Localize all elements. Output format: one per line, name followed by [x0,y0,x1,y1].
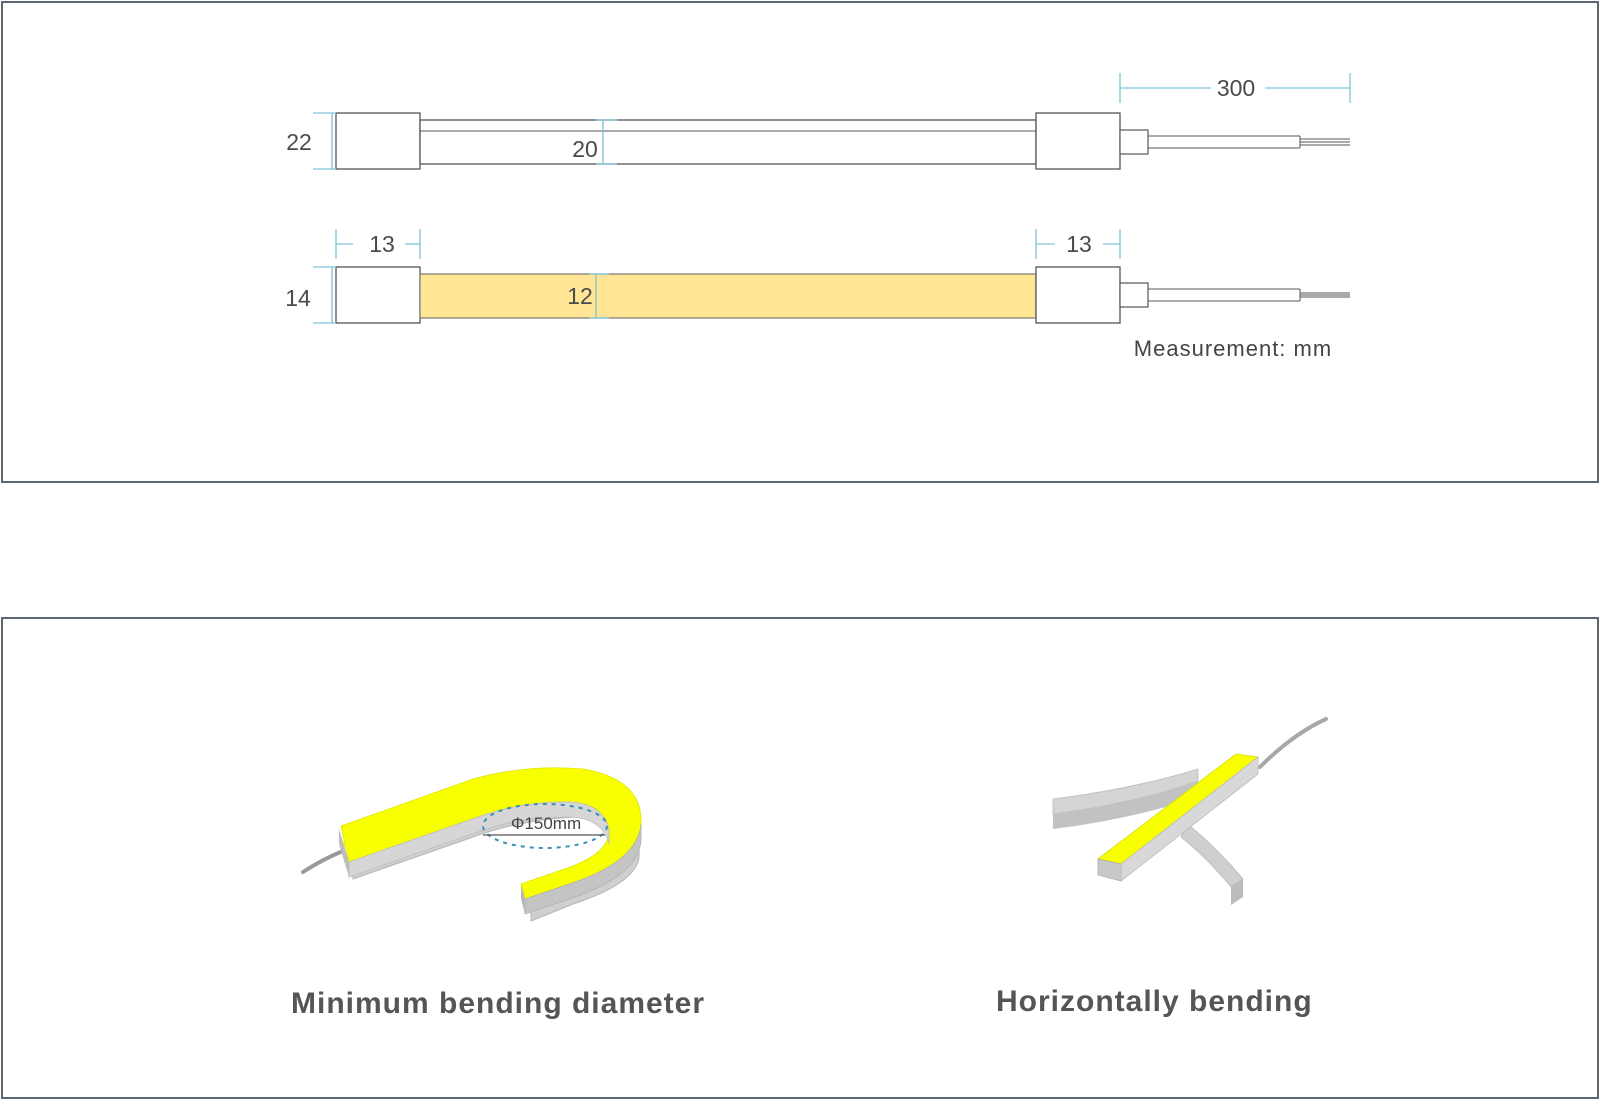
end-cap-left [335,112,421,170]
dim-height-outer-bottom: 14 [285,285,311,311]
u-bend-illustration: Φ150mm [301,767,642,922]
emitting-surface [419,273,1037,319]
cable [1258,717,1328,769]
top-view-strip [335,112,1350,170]
strip-body [419,119,1037,165]
caption-minimum-bending: Minimum bending diameter [291,987,706,1020]
caption-horizontal-bending: Horizontally bending [996,985,1313,1018]
end-cap-right [521,884,525,914]
dim-cap-right-width: 13 [1066,231,1092,257]
cable-gland [1119,129,1149,155]
end-cap-left [335,266,421,324]
dim-cap-left-width: 13 [369,231,395,257]
strip-side [1120,756,1259,882]
dimension-drawing: 22 20 300 [285,73,1351,361]
cable-gland [1119,282,1149,308]
dim-cable-length: 300 [1217,75,1255,101]
end-cap-right [1035,112,1121,170]
diameter-dashed-ellipse [482,803,608,849]
dimension-drawing-panel: 22 20 300 [1,1,1599,483]
bending-panel: Φ150mm Minimum bending diameter Horizont… [1,617,1599,1099]
bottom-view-strip [335,266,1350,324]
bottom-view-dimension-lines [313,229,1121,324]
horizontal-bend-illustration [1052,717,1328,905]
curved-arm-right [1180,823,1244,888]
end-cap-right [1035,266,1121,324]
min-diameter-label: Φ150mm [511,814,581,833]
top-view-dimension-lines [313,73,1351,170]
dim-height-body: 20 [572,136,598,162]
bending-illustrations: Φ150mm [301,717,1328,922]
cable [301,849,345,874]
end-cap-left [339,829,349,877]
dim-height-emitting: 12 [567,283,593,309]
measurement-unit-note: Measurement: mm [1134,336,1332,361]
dim-height-outer: 22 [286,129,312,155]
